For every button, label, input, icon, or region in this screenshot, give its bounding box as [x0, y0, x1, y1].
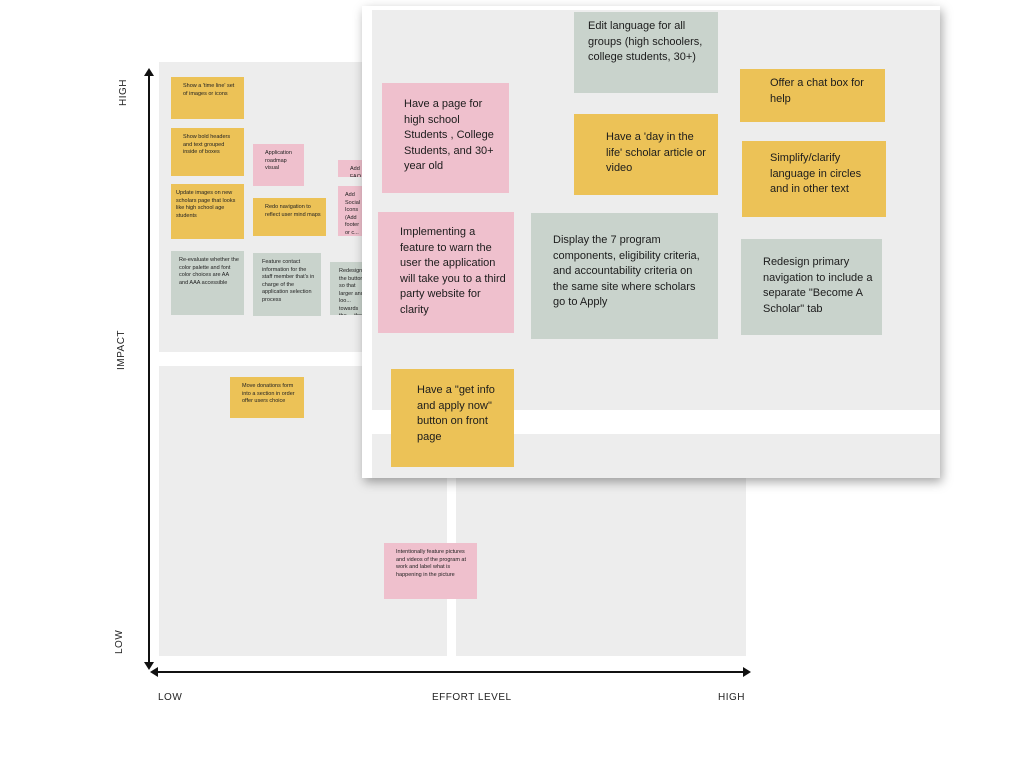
sticky-note: Edit language for all groups (high schoo… — [574, 12, 718, 93]
effort-axis-arrow-left — [150, 667, 158, 677]
sticky-note: Implementing a feature to warn the user … — [378, 212, 514, 333]
sticky-note: Add FAQ — [338, 160, 368, 177]
effort-low-label: LOW — [158, 692, 183, 703]
effort-axis-line — [156, 671, 744, 673]
impact-low-label: LOW — [114, 629, 125, 654]
impact-axis-arrow-up — [144, 68, 154, 76]
sticky-note: Display the 7 program components, eligib… — [531, 213, 718, 339]
sticky-note: Intentionally feature pictures and video… — [384, 543, 477, 599]
sticky-note: Redesign primary navigation to include a… — [741, 239, 882, 335]
impact-axis-line — [148, 74, 150, 666]
impact-high-label: HIGH — [118, 79, 129, 106]
sticky-note: Have a 'day in the life' scholar article… — [574, 114, 718, 195]
sticky-note: Re-evaluate whether the color palette an… — [171, 251, 244, 315]
sticky-note: Redo navigation to reflect user mind map… — [253, 198, 326, 236]
sticky-note: Feature contact information for the staf… — [253, 253, 321, 316]
sticky-note: Have a "get info and apply now" button o… — [391, 369, 514, 467]
impact-axis-title: IMPACT — [116, 329, 127, 370]
effort-axis-arrow-right — [743, 667, 751, 677]
sticky-note: Offer a chat box for help — [740, 69, 885, 122]
sticky-note: Show a 'time line' set of images or icon… — [171, 77, 244, 119]
sticky-note: Show bold headers and text grouped insid… — [171, 128, 244, 176]
impact-axis-arrow-down — [144, 662, 154, 670]
sticky-note: Have a page for high school Students , C… — [382, 83, 509, 193]
effort-axis-title: EFFORT LEVEL — [432, 692, 512, 703]
sticky-note: Update images on new scholars page that … — [171, 184, 244, 239]
sticky-note: Simplify/clarify language in circles and… — [742, 141, 886, 217]
effort-high-label: HIGH — [718, 692, 745, 703]
sticky-note: Application roadmap visual — [253, 144, 304, 186]
zoomed-detail-panel: Edit language for all groups (high schoo… — [362, 6, 940, 478]
sticky-note: Move donations form into a section in or… — [230, 377, 304, 418]
